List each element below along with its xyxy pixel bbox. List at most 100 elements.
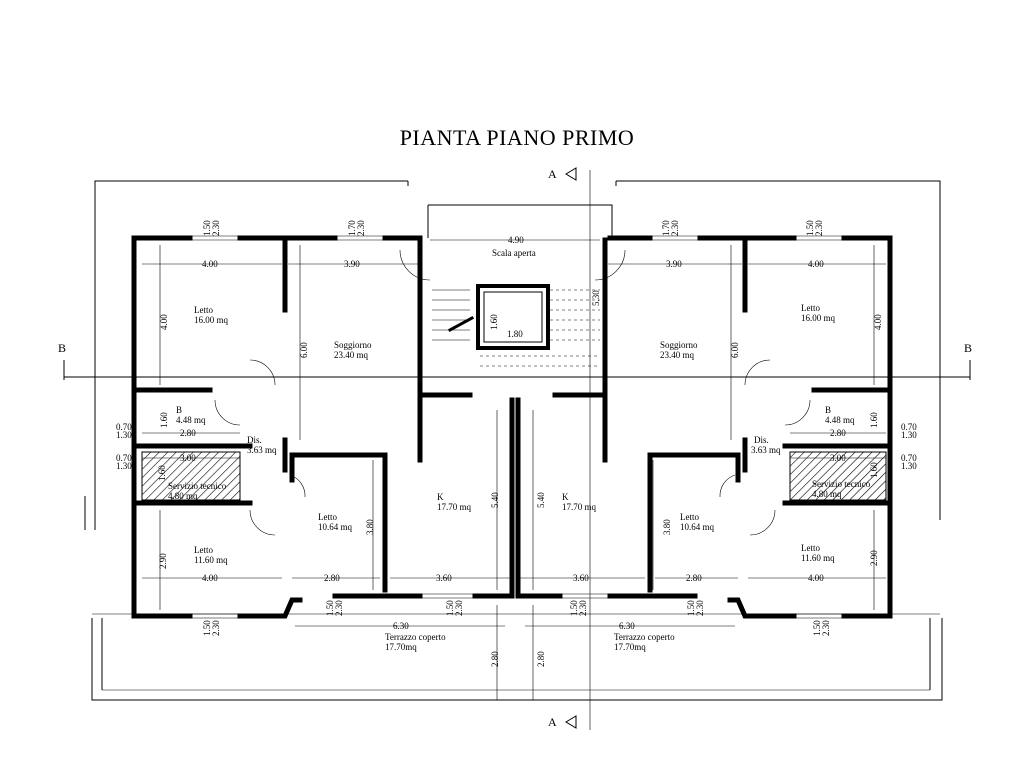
left-apartment-walls: [131, 235, 515, 619]
dim-soggiorno-left-width: 3.90: [344, 259, 360, 269]
room-soggiorno-right-area: 23.40 mq: [660, 350, 695, 360]
room-letto-right-bot-name: Letto: [801, 543, 820, 553]
dim-k-left-depth: 5.40: [490, 492, 500, 508]
plan-title: PIANTA PIANO PRIMO: [400, 125, 635, 150]
room-k-right-name: K: [562, 492, 569, 502]
room-bagno-right-area: 4.48 mq: [825, 415, 855, 425]
win-bot-left-1-a: 1.50: [202, 620, 212, 636]
dim-terrazzo-left-depth: 2.80: [490, 651, 500, 667]
dim-left-070-a: 0.70: [116, 422, 132, 432]
win-bot-right-3-a: 1.50: [569, 600, 579, 616]
room-letto-left-top-name: Letto: [194, 305, 213, 315]
dim-letto-left-width: 4.00: [202, 259, 218, 269]
dim-scala-depth: 5.30: [591, 290, 601, 306]
dim-letto-left-bot-depth: 2.90: [158, 553, 168, 569]
win-bot-left-2-b: 2.30: [334, 600, 344, 616]
right-apartment-walls: [515, 235, 893, 619]
room-letto-left-mid-name: Letto: [318, 512, 337, 522]
room-bagno-left-area: 4.48 mq: [176, 415, 206, 425]
dim-left-130-a: 1.30: [116, 430, 132, 440]
room-letto-left-mid-area: 10.64 mq: [318, 522, 353, 532]
room-terrazzo-right-name: Terrazzo coperto: [614, 632, 675, 642]
dim-letto-right-mid-width: 2.80: [686, 573, 702, 583]
room-servizio-left-name: Servizio tecnico: [168, 481, 227, 491]
dim-core-depth: 1.60: [489, 314, 499, 330]
section-b-left-label: B: [58, 341, 66, 355]
dim-soggiorno-right-depth: 6.00: [730, 342, 740, 358]
dim-letto-left-bot-width: 4.00: [202, 573, 218, 583]
dim-right-070-a: 0.70: [901, 422, 917, 432]
dim-right-130-a: 1.30: [901, 430, 917, 440]
win-bot-left-3-a: 1.50: [445, 600, 455, 616]
dim-soggiorno-right-width: 3.90: [666, 259, 682, 269]
dim-soggiorno-left-depth: 6.00: [299, 342, 309, 358]
room-letto-right-top-area: 16.00 mq: [801, 313, 836, 323]
room-terrazzo-left-area: 17.70mq: [385, 642, 417, 652]
room-letto-right-top-name: Letto: [801, 303, 820, 313]
room-servizio-right-area: 4.80 mq: [812, 489, 842, 499]
room-letto-right-mid-area: 10.64 mq: [680, 522, 715, 532]
dim-letto-right-mid-depth: 3.80: [662, 519, 672, 535]
room-dis-left-name: Dis.: [247, 435, 262, 445]
room-servizio-left-area: 4.80 mq: [168, 491, 198, 501]
win-bot-right-3-b: 2.30: [578, 600, 588, 616]
servizio-tecnico-right-hatch: [789, 451, 887, 501]
dim-letto-right-bot-width: 4.00: [808, 573, 824, 583]
dim-core-width: 1.80: [507, 329, 523, 339]
dim-letto-right-depth: 4.00: [873, 314, 883, 330]
room-letto-left-top-area: 16.00 mq: [194, 315, 229, 325]
dim-bagno-left-depth: 1.60: [159, 412, 169, 428]
door-swings: [214, 249, 811, 536]
room-scala-name: Scala aperta: [492, 248, 536, 258]
section-a-bottom-label: A: [548, 715, 557, 729]
dim-bagno-right-depth: 1.60: [869, 412, 879, 428]
dim-left-070-b: 0.70: [116, 453, 132, 463]
vertical-dimension-labels: 4.00 6.00 5.30 1.60 6.00 4.00 1.60 1.60 …: [157, 290, 883, 667]
dim-terrazzo-right-depth: 2.80: [536, 651, 546, 667]
room-soggiorno-left-area: 23.40 mq: [334, 350, 369, 360]
win-bot-right-2-a: 1.50: [686, 600, 696, 616]
windows: [190, 235, 844, 619]
dim-terrazzo-right-width: 6.30: [619, 621, 635, 631]
room-bagno-right-name: B: [825, 405, 831, 415]
room-terrazzo-left-name: Terrazzo coperto: [385, 632, 446, 642]
room-bagno-left-name: B: [176, 405, 182, 415]
dim-letto-right-width: 4.00: [808, 259, 824, 269]
dim-letto-left-mid-depth: 3.80: [365, 519, 375, 535]
dim-letto-left-depth: 4.00: [159, 314, 169, 330]
room-terrazzo-right-area: 17.70mq: [614, 642, 646, 652]
room-letto-left-bot-name: Letto: [194, 545, 213, 555]
room-letto-left-bot-area: 11.60 mq: [194, 555, 228, 565]
win-bot-left-1-b: 2.30: [211, 620, 221, 636]
room-soggiorno-right-name: Soggiorno: [660, 340, 698, 350]
win-top-right-2-b: 2.30: [814, 220, 824, 236]
win-top-left-1-b: 2.30: [211, 220, 221, 236]
dim-servizio-right-depth: 1.60: [869, 462, 879, 478]
dim-letto-left-mid-width: 2.80: [324, 573, 340, 583]
room-letto-right-mid-name: Letto: [680, 512, 699, 522]
win-top-right-1-b: 2.30: [670, 220, 680, 236]
room-dis-left-area: 3.63 mq: [247, 445, 277, 455]
dim-servizio-left-width: 3.00: [180, 453, 196, 463]
dim-left-130-b: 1.30: [116, 461, 132, 471]
dim-bagno-left-width: 2.80: [180, 428, 196, 438]
dim-k-right-width: 3.60: [573, 573, 589, 583]
window-size-labels: 1.50 2.30 1.70 2.30 1.70 2.30 1.50 2.30 …: [202, 220, 831, 636]
dim-servizio-right-width: 3.00: [830, 453, 846, 463]
section-line-b: B B: [58, 341, 972, 380]
section-b-right-label: B: [964, 341, 972, 355]
dim-bagno-right-width: 2.80: [830, 428, 846, 438]
win-top-left-2-b: 2.30: [356, 220, 366, 236]
room-soggiorno-left-name: Soggiorno: [334, 340, 372, 350]
dim-letto-right-bot-depth: 2.90: [869, 550, 879, 566]
room-dis-right-name: Dis.: [754, 435, 769, 445]
dim-servizio-left-depth: 1.60: [157, 465, 167, 481]
dim-terrazzo-left-width: 6.30: [393, 621, 409, 631]
dim-scala-width: 4.90: [508, 235, 524, 245]
win-bot-right-1-a: 1.50: [812, 620, 822, 636]
room-servizio-right-name: Servizio tecnico: [812, 479, 871, 489]
dim-k-right-depth: 5.40: [536, 492, 546, 508]
dim-right-070-b: 0.70: [901, 453, 917, 463]
room-k-left-name: K: [437, 492, 444, 502]
